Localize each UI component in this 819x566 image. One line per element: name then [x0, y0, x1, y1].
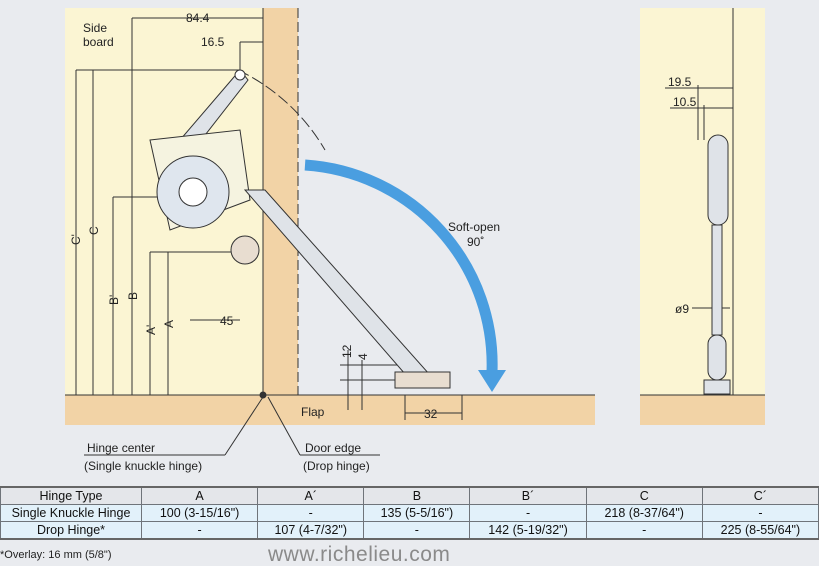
- table-cell: -: [257, 504, 365, 522]
- side-view-flap: [640, 395, 765, 425]
- side-view-hinge: [703, 134, 731, 395]
- door-edge-label: Door edge: [305, 441, 361, 455]
- dim-19-5: 19.5: [668, 75, 692, 89]
- dim-32: 32: [424, 407, 438, 421]
- header-cell: B: [363, 486, 471, 505]
- arrow-head-icon: [478, 370, 506, 392]
- dim-16-5: 16.5: [201, 35, 225, 49]
- dim-84-4: 84.4: [186, 11, 210, 25]
- leader-lines: [84, 396, 380, 456]
- dim-A: A: [162, 320, 176, 328]
- flap-wood: [65, 395, 595, 425]
- dim-C: C: [87, 226, 101, 235]
- dim-B: B: [126, 292, 140, 300]
- angle-label: 90˚: [467, 235, 484, 249]
- header-cell: C: [585, 486, 703, 505]
- dim-4: 4: [356, 353, 370, 360]
- table-row: Single Knuckle Hinge 100 (3-15/16") - 13…: [0, 504, 819, 522]
- header-cell: A´: [257, 486, 365, 505]
- table-cell: 225 (8-55/64"): [701, 521, 819, 540]
- table-cell: -: [469, 504, 587, 522]
- dim-B-prime: B': [107, 295, 121, 305]
- table-header-row: Hinge Type A A´ B B´ C C´: [0, 486, 819, 505]
- flap-label: Flap: [301, 405, 325, 419]
- table-cell: -: [363, 521, 471, 540]
- table-cell: 218 (8-37/64"): [585, 504, 703, 522]
- header-cell: C´: [701, 486, 819, 505]
- dim-10-5: 10.5: [673, 95, 697, 109]
- table-cell: 107 (4-7/32"): [257, 521, 365, 540]
- single-knuckle-label: (Single knuckle hinge): [84, 459, 202, 473]
- table-cell: 142 (5-19/32"): [469, 521, 587, 540]
- soft-open-arrow: [304, 159, 498, 373]
- watermark: www.richelieu.com: [268, 543, 451, 566]
- dim-45: 45: [220, 314, 234, 328]
- side-board-label-2: board: [83, 35, 114, 49]
- header-cell: B´: [469, 486, 587, 505]
- hinge-center-label: Hinge center: [87, 441, 155, 455]
- side-view-panel: [640, 8, 765, 395]
- dim-C-prime: C': [69, 234, 83, 245]
- header-cell: A: [140, 486, 259, 505]
- table-cell: 100 (3-15/16"): [140, 504, 259, 522]
- dim-A-prime: A': [144, 325, 158, 335]
- table-cell: Single Knuckle Hinge: [0, 504, 142, 522]
- dim-12: 12: [340, 344, 354, 358]
- dimension-lines: [75, 17, 463, 420]
- table-cell: -: [701, 504, 819, 522]
- table-cell: -: [585, 521, 703, 540]
- hinge-diagram: Side board 84.4 16.5 45 32 12 4 C' C B' …: [65, 8, 765, 473]
- dimensions-table: Hinge Type A A´ B B´ C C´ Single Knuckle…: [0, 486, 819, 540]
- hinge-mechanism: [149, 69, 451, 399]
- soft-open-label: Soft-open: [448, 220, 500, 234]
- header-cell: Hinge Type: [0, 486, 142, 505]
- drop-hinge-label: (Drop hinge): [303, 459, 370, 473]
- table-cell: Drop Hinge*: [0, 521, 142, 540]
- footnote: *Overlay: 16 mm (5/8"): [0, 549, 112, 561]
- table-cell: -: [140, 521, 259, 540]
- side-view-dims: [665, 85, 733, 309]
- table-cell: 135 (5-5/16"): [363, 504, 471, 522]
- side-board-label: Side: [83, 21, 107, 35]
- table-row: Drop Hinge* - 107 (4-7/32") - 142 (5-19/…: [0, 521, 819, 540]
- dim-diameter-9: ø9: [675, 302, 689, 316]
